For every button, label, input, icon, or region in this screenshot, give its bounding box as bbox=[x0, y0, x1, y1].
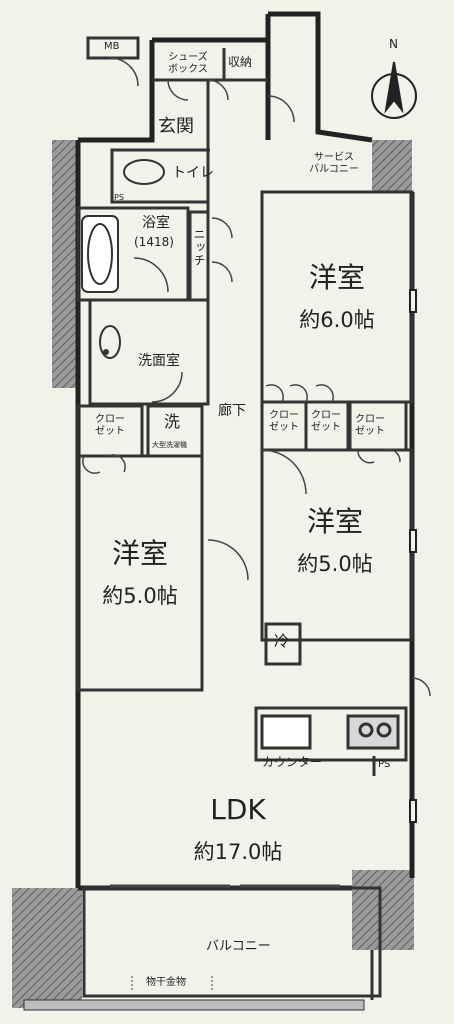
fridge-label: 冷 bbox=[274, 632, 290, 650]
closet-label-room1-b-line2: ゼット bbox=[311, 421, 341, 433]
niche-label: ニッチ bbox=[192, 228, 206, 267]
service-balcony-label: サービス バルコニー bbox=[309, 152, 359, 175]
bathroom-size-label: (1418) bbox=[134, 235, 174, 249]
ldk: LDK 約17.0帖 bbox=[194, 796, 283, 863]
entrance-label: 玄関 bbox=[158, 116, 194, 137]
closet-label-room1-b: クロー ゼット bbox=[311, 410, 341, 433]
storage-label: 収納 bbox=[228, 55, 253, 69]
washroom-label: 洗面室 bbox=[138, 353, 180, 369]
service-balcony-label-line2: バルコニー bbox=[309, 163, 359, 175]
western-room-2-name: 洋室 bbox=[306, 505, 363, 538]
closet-label-room1-a-line1: クロー bbox=[269, 410, 299, 421]
service-balcony-label-line1: サービス bbox=[314, 152, 354, 163]
closet-label-room1-a-line2: ゼット bbox=[269, 421, 299, 433]
ldk-name: LDK bbox=[210, 793, 266, 826]
western-room-3-size: 約5.0帖 bbox=[102, 584, 178, 608]
counter-label: カウンター bbox=[262, 755, 323, 769]
closet-label-room1-b-line1: クロー bbox=[311, 410, 341, 421]
western-room-2: 洋室 約5.0帖 bbox=[297, 508, 372, 575]
compass-icon bbox=[371, 61, 417, 119]
toilet-label: トイレ bbox=[172, 165, 214, 181]
ldk-size: 約17.0帖 bbox=[193, 840, 283, 864]
western-room-3: 洋室 約5.0帖 bbox=[102, 540, 177, 607]
laundry-note-label: 大型洗濯機 bbox=[152, 441, 187, 449]
closet-label-left: クロー ゼット bbox=[95, 414, 125, 437]
closet-label-left-line1: クロー bbox=[95, 414, 125, 425]
balcony-label: バルコニー bbox=[206, 939, 271, 954]
western-room-1-name: 洋室 bbox=[308, 261, 365, 294]
western-room-1-size: 約6.0帖 bbox=[299, 308, 375, 332]
closet-label-left-line2: ゼット bbox=[95, 425, 125, 437]
pillar-right-upper bbox=[372, 140, 412, 192]
closet-label-room2-line1: クロー bbox=[355, 414, 385, 425]
bathroom-label: 浴室 bbox=[142, 215, 170, 231]
compass-north-label: N bbox=[389, 37, 398, 51]
western-room-2-size: 約5.0帖 bbox=[297, 552, 373, 576]
ps-kitchen-label: PS bbox=[378, 759, 391, 770]
closet-label-room2-line2: ゼット bbox=[355, 425, 385, 437]
drying-hardware-label: 物干金物 bbox=[146, 977, 186, 988]
mb-label: MB bbox=[104, 41, 120, 52]
closet-label-room2: クロー ゼット bbox=[355, 414, 385, 437]
corridor-label: 廊下 bbox=[218, 403, 246, 419]
ps-top-label: PS bbox=[114, 193, 124, 202]
shoes-box-label: シューズ ボックス bbox=[168, 52, 208, 75]
pillar-bottom-right bbox=[352, 870, 414, 950]
closet-label-room1-a: クロー ゼット bbox=[269, 410, 299, 433]
western-room-1: 洋室 約6.0帖 bbox=[299, 264, 374, 331]
pillar-left-upper bbox=[52, 140, 78, 388]
shoes-box-label-line2: ボックス bbox=[168, 63, 208, 75]
pillar-bottom-left bbox=[12, 888, 82, 1008]
laundry-label: 洗 bbox=[164, 412, 181, 431]
shoes-box-label-line1: シューズ bbox=[168, 52, 208, 63]
western-room-3-name: 洋室 bbox=[111, 537, 168, 570]
